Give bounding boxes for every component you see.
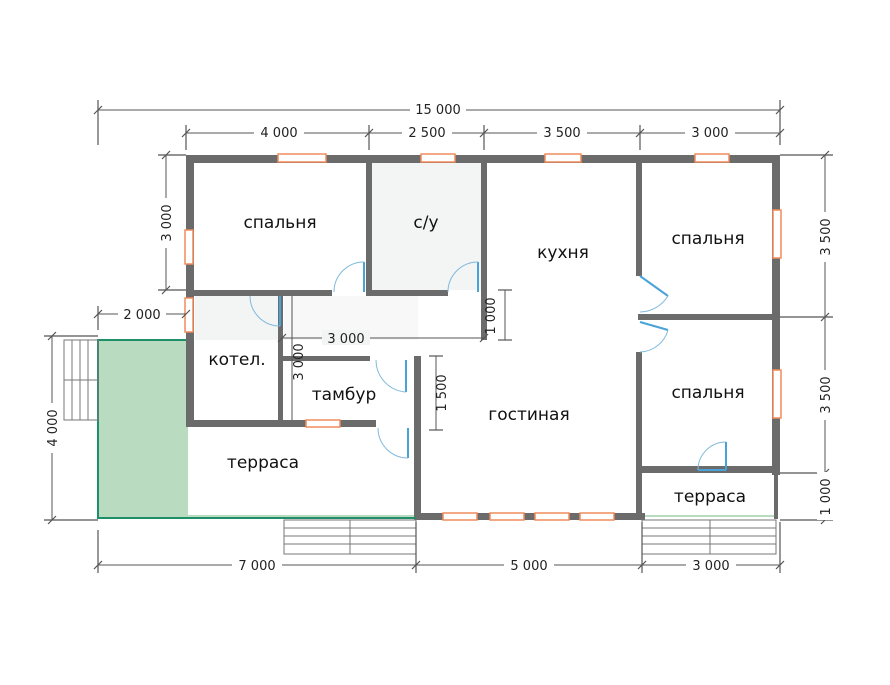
dim-bottom-3: 3 000 bbox=[692, 559, 729, 574]
dim-right-1: 3 500 bbox=[819, 218, 834, 255]
dim-inner-v2: 3 000 bbox=[291, 296, 307, 420]
wall-bathroom-bottom bbox=[366, 290, 448, 296]
dim-left-bottom: 4 000 bbox=[44, 331, 98, 525]
window-bedroom2-right bbox=[772, 209, 782, 259]
terrace-main-edge bbox=[97, 339, 416, 519]
window-boiler-bottom bbox=[305, 419, 341, 428]
dim-right: 3 500 3 500 1 000 bbox=[780, 150, 834, 525]
label-terrace-main: терраса bbox=[227, 453, 299, 473]
dim-inner-v2-text: 3 000 bbox=[292, 343, 307, 380]
wall-bedroom1-bottom bbox=[186, 290, 332, 296]
stairs-bottom-main bbox=[283, 519, 417, 555]
house-over-terrace bbox=[188, 340, 418, 426]
stairs-bottom-right bbox=[641, 519, 777, 555]
dim-overall: 15 000 bbox=[93, 100, 785, 145]
bathroom-floor bbox=[372, 163, 481, 290]
dim-inner-v1: 1 000 bbox=[484, 289, 512, 341]
wall-bathroom-right bbox=[481, 160, 487, 340]
label-bedroom-2: спальня bbox=[671, 229, 744, 249]
label-bedroom-1: спальня bbox=[243, 213, 316, 233]
door-bedroom3 bbox=[639, 321, 669, 353]
wall-tambour-top bbox=[278, 356, 370, 361]
window-kitchen-top bbox=[544, 153, 582, 163]
dim-left-bottom-text: 4 000 bbox=[46, 409, 61, 446]
dim-left-top: 3 000 bbox=[158, 150, 186, 295]
wall-bedroom-divider bbox=[638, 314, 778, 320]
dim-inner-corridor: 3 000 bbox=[277, 330, 489, 347]
dim-top-2: 2 500 bbox=[408, 126, 445, 141]
label-boiler: котел. bbox=[208, 350, 265, 370]
wall-tambour-right bbox=[414, 356, 421, 420]
door-bedroom2 bbox=[639, 275, 669, 313]
door-boiler bbox=[249, 295, 281, 327]
wall-living-bottom bbox=[414, 513, 645, 520]
wall-kitchen-right-lower bbox=[636, 352, 642, 520]
dim-inner-corridor-text: 3 000 bbox=[327, 332, 364, 347]
window-bedroom3-right bbox=[772, 369, 782, 419]
window-living-bottom-3 bbox=[534, 512, 570, 521]
door-tambour-entry bbox=[377, 427, 409, 459]
dim-top-3: 3 500 bbox=[543, 126, 580, 141]
dim-inner-v3: 1 500 bbox=[429, 355, 450, 431]
wall-outer-top bbox=[186, 155, 780, 163]
window-bedroom1-left bbox=[184, 229, 194, 265]
living-floor bbox=[418, 296, 638, 514]
label-terrace-small: терраса bbox=[674, 487, 746, 507]
window-living-bottom-4 bbox=[579, 512, 615, 521]
dim-left-top-text: 3 000 bbox=[160, 204, 175, 241]
dim-left-offset: 2 000 bbox=[93, 306, 191, 330]
dim-left-offset-text: 2 000 bbox=[123, 308, 160, 323]
window-living-bottom-2 bbox=[489, 512, 525, 521]
window-bathroom-top bbox=[420, 153, 456, 163]
dim-bottom-2: 5 000 bbox=[510, 559, 547, 574]
dim-top-1: 4 000 bbox=[260, 126, 297, 141]
dim-right-3: 1 000 bbox=[819, 478, 834, 515]
stairs-left bbox=[63, 339, 99, 421]
door-bedroom1 bbox=[333, 261, 365, 293]
wall-terrace-right bbox=[774, 473, 778, 519]
dim-top-4: 3 000 bbox=[691, 126, 728, 141]
dim-bottom: 7 000 5 000 3 000 bbox=[93, 522, 785, 574]
wall-kitchen-right bbox=[636, 160, 642, 276]
dim-inner-v1-text: 1 000 bbox=[484, 297, 499, 334]
wall-bedroom1-right bbox=[366, 160, 372, 293]
window-bedroom1-top bbox=[277, 153, 327, 163]
label-kitchen: кухня bbox=[537, 243, 589, 263]
dim-inner-v3-text: 1 500 bbox=[435, 374, 450, 411]
door-tambour-inner bbox=[375, 359, 407, 393]
label-bathroom: с/у bbox=[413, 213, 438, 233]
window-bedroom2-top bbox=[694, 153, 730, 163]
door-bedroom3-terrace bbox=[697, 441, 727, 471]
dim-overall-text: 15 000 bbox=[415, 103, 461, 118]
window-living-bottom-1 bbox=[442, 512, 478, 521]
label-bedroom-3: спальня bbox=[671, 383, 744, 403]
label-vestibule: тамбур bbox=[312, 385, 376, 405]
door-bathroom bbox=[447, 261, 479, 293]
dim-top-row: 4 000 2 500 3 500 3 000 bbox=[181, 125, 785, 150]
dim-right-2: 3 500 bbox=[819, 376, 834, 413]
wall-living-left bbox=[414, 420, 421, 520]
dim-bottom-1: 7 000 bbox=[238, 559, 275, 574]
window-boiler-left bbox=[184, 297, 194, 333]
label-living: гостиная bbox=[488, 405, 569, 425]
